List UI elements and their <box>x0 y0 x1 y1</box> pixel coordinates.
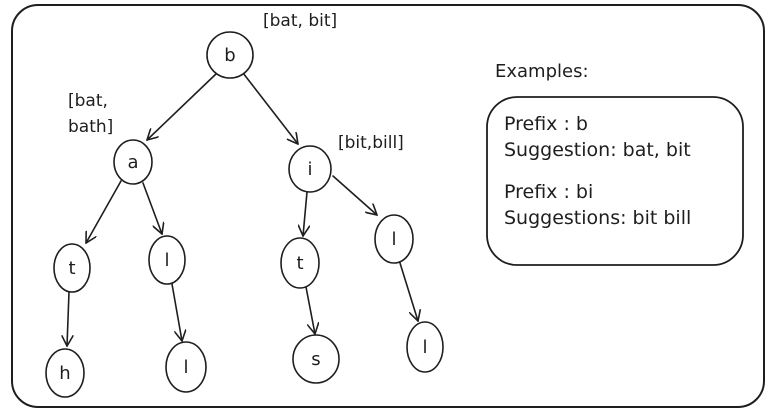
example-1-suggestions: Suggestion: bat, bit <box>504 139 691 161</box>
edge-l-to-l-right <box>399 262 418 321</box>
node-a-t-label: t <box>68 258 75 279</box>
node-a-l-l-label: l <box>183 357 188 378</box>
trie-nodes: b a i t l t l h <box>45 31 444 398</box>
edge-i-to-t <box>303 191 307 236</box>
node-i-t: t <box>280 237 320 289</box>
node-i-t-s: s <box>292 334 340 384</box>
node-i-l-l-label: l <box>422 337 427 358</box>
example-1-prefix: Prefix : b <box>504 113 588 135</box>
node-root: b <box>206 31 254 79</box>
edge-t-to-s <box>305 286 315 334</box>
edge-a-to-l <box>142 182 162 234</box>
edge-l-to-l-left <box>171 283 182 341</box>
node-i-l-label: l <box>391 229 396 250</box>
node-a-t-h: h <box>45 348 85 398</box>
edge-i-to-l <box>332 175 377 215</box>
trie-edges <box>67 72 418 346</box>
node-a-t: t <box>53 243 91 293</box>
node-i-l-l: l <box>406 321 444 373</box>
example-2-prefix: Prefix : bi <box>504 181 593 203</box>
node-a-label: a <box>127 152 138 173</box>
node-a-l-l: l <box>165 341 207 393</box>
examples-heading: Examples: <box>495 61 589 82</box>
node-i-label: i <box>307 159 312 180</box>
node-i: i <box>288 145 332 193</box>
node-i-t-label: t <box>296 253 303 274</box>
edge-b-to-i <box>242 72 298 144</box>
node-a: a <box>113 139 153 185</box>
node-a-t-h-label: h <box>59 363 70 384</box>
outer-frame <box>11 4 765 408</box>
node-root-label: b <box>224 45 235 66</box>
node-i-t-s-label: s <box>311 349 320 370</box>
node-a-l: l <box>148 235 186 285</box>
example-2-suggestions: Suggestions: bit bill <box>504 207 691 229</box>
edge-b-to-a <box>147 72 218 140</box>
edge-a-to-t <box>86 180 122 243</box>
i-suggestions-note: [bit,bill] <box>338 133 404 153</box>
examples-panel <box>486 96 744 266</box>
a-suggestions-note-line2: bath] <box>68 117 113 137</box>
root-suggestions-note: [bat, bit] <box>263 11 337 31</box>
a-suggestions-note-line1: [bat, <box>68 91 108 111</box>
edge-t-to-h <box>67 291 69 346</box>
node-a-l-label: l <box>164 250 169 271</box>
node-i-l: l <box>374 214 414 264</box>
